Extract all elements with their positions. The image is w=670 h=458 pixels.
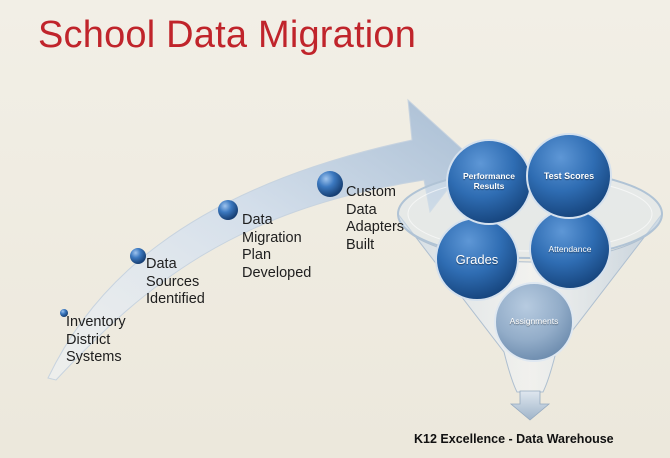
step-label-migration-plan: Data Migration Plan Developed bbox=[242, 212, 312, 281]
bubble-assignments bbox=[494, 282, 574, 362]
output-label: K12 Excellence - Data Warehouse bbox=[414, 432, 614, 446]
down-arrow bbox=[509, 390, 551, 421]
step-marker-4 bbox=[317, 171, 343, 197]
step-marker-1 bbox=[60, 309, 68, 317]
bubble-label-grades: Grades bbox=[455, 251, 499, 267]
step-label-sources: Data Sources Identified bbox=[146, 256, 205, 307]
bubble-label-assignments: Assignments bbox=[509, 316, 559, 327]
step-label-inventory: Inventory District Systems bbox=[66, 314, 126, 365]
bubble-label-attendance: Attendance bbox=[548, 244, 592, 255]
step-label-adapters: Custom Data Adapters Built bbox=[346, 184, 405, 253]
bubble-label-performance-results: Performance Results bbox=[463, 171, 515, 191]
bubble-test-scores bbox=[526, 133, 612, 219]
step-marker-3 bbox=[218, 200, 238, 220]
bubble-label-test-scores: Test Scores bbox=[543, 170, 595, 181]
step-marker-2 bbox=[130, 248, 146, 264]
slide-title: School Data Migration bbox=[38, 14, 417, 56]
